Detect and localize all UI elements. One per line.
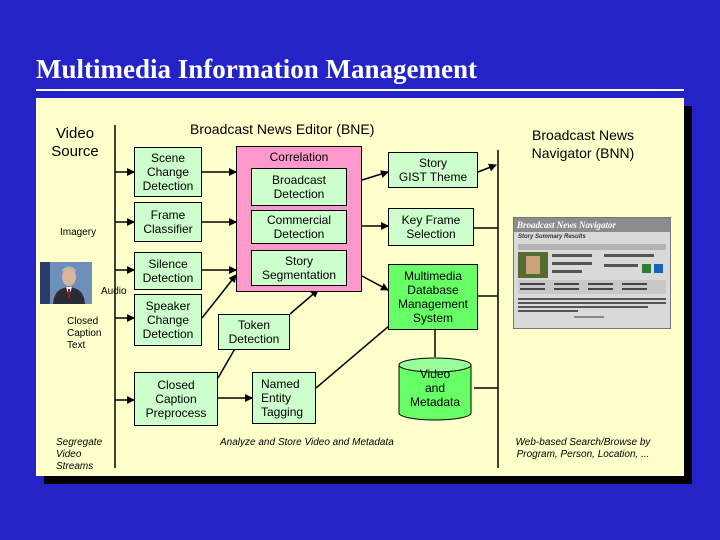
video-source-label: Video Source (51, 125, 99, 160)
bne-title: Broadcast News Editor (BNE) (190, 121, 375, 137)
arrow-gist-to-bnn (477, 163, 497, 173)
commercial-detection-box: Commercial Detection (251, 210, 347, 244)
slide-title: Multimedia Information Management (36, 54, 477, 84)
bnn-screenshot-contents (518, 244, 666, 318)
video-metadata-cylinder (398, 357, 472, 421)
closed-caption-preprocess-box: Closed Caption Preprocess (134, 372, 218, 426)
arrow-correlation-to-gist (361, 170, 389, 181)
key-frame-selection-box: Key Frame Selection (388, 208, 474, 246)
imagery-label: Imagery (60, 227, 97, 238)
analyze-store-label: Analyze and Store Video and Metadata (220, 437, 394, 448)
segregate-video-streams-label: Segregate Video Streams (56, 437, 103, 472)
arrow-correlation-to-mmdb (361, 275, 389, 291)
closed-caption-text-label: Closed Caption Text (67, 316, 102, 351)
multimedia-database-box: Multimedia Database Management System (388, 264, 478, 330)
token-detection-box: Token Detection (218, 314, 290, 350)
bnn-screenshot: Broadcast News Navigator Story Summary R… (513, 217, 671, 329)
scene-change-detection-box: Scene Change Detection (134, 147, 202, 197)
anchor-video-thumbnail (40, 262, 92, 304)
title-rule (36, 89, 684, 91)
silence-detection-box: Silence Detection (134, 252, 202, 290)
story-segmentation-box: Story Segmentation (251, 250, 347, 286)
video-metadata-label: Video and Metadata (409, 367, 461, 409)
speaker-change-detection-box: Speaker Change Detection (134, 294, 202, 346)
bnn-caption: Web-based Search/Browse by Program, Pers… (515, 437, 651, 460)
named-entity-tagging-box: Named Entity Tagging (252, 372, 316, 424)
audio-label: Audio (101, 286, 127, 297)
arrow-speaker-to-correlation (201, 274, 237, 319)
bnn-screenshot-subheader: Story Summary Results (518, 234, 586, 240)
bnn-screenshot-header: Broadcast News Navigator (514, 218, 670, 232)
bnn-title: Broadcast News Navigator (BNN) (531, 127, 635, 161)
story-gist-theme-box: Story GIST Theme (388, 152, 478, 188)
line-named-entity-to-mmdb (315, 319, 397, 389)
arrow-token-to-correlation (289, 289, 319, 315)
correlation-label: Correlation (269, 150, 329, 164)
frame-classifier-box: Frame Classifier (134, 202, 202, 242)
broadcast-detection-box: Broadcast Detection (251, 168, 347, 206)
